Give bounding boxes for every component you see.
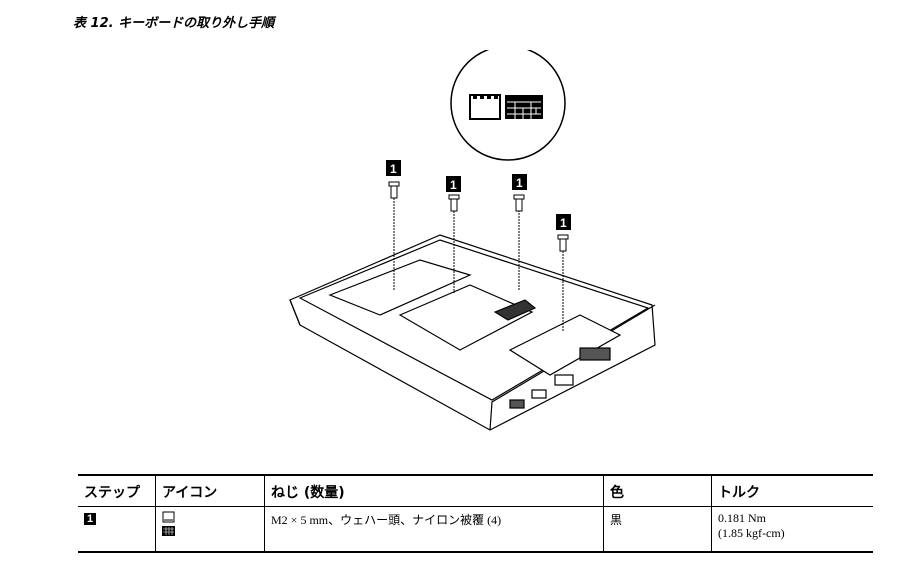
header-icon: アイコン: [155, 475, 265, 507]
callout-1: 1: [450, 178, 457, 192]
screw-spec: M2 × 5 mm、ウェハー頭、ナイロン被覆 (4): [264, 506, 604, 552]
palmrest-icon: [469, 94, 501, 120]
keyboard-removal-illustration: 1 1 1 1: [289, 50, 656, 431]
keyboard-icon: [162, 526, 175, 536]
keyboard-icon: [505, 95, 543, 119]
step-badge: 1: [84, 513, 97, 525]
callout-1: 1: [390, 162, 397, 176]
torque: 0.181 Nm(1.85 kgf-cm): [711, 506, 873, 552]
table-row: 1 M2 × 5 mm、ウェハー頭、ナイロン被覆 (4) 黒 0.181 Nm(…: [78, 506, 873, 552]
icon-cell: [162, 511, 175, 536]
laptop-bottom: [289, 234, 656, 431]
header-torque: トルク: [711, 475, 873, 507]
palmrest-icon: [162, 511, 175, 523]
callout-1: 1: [560, 216, 567, 230]
header-screw: ねじ (数量): [264, 475, 604, 507]
icon-magnifier-circle: [450, 50, 566, 161]
callout-markers: 1 1 1 1: [386, 160, 571, 230]
screw-color: 黒: [603, 506, 712, 552]
screws: [388, 181, 569, 332]
callout-1: 1: [516, 176, 523, 190]
header-color: 色: [603, 475, 712, 507]
table-header-row: ステップ アイコン ねじ (数量) 色 トルク: [78, 475, 873, 507]
screw-table: ステップ アイコン ねじ (数量) 色 トルク 1 M2 × 5 mm、ウェハー…: [78, 474, 873, 553]
torque-nm: 0.181 Nm: [718, 511, 766, 525]
header-step: ステップ: [84, 485, 140, 501]
table-caption: 表 12. キーボードの取り外し手順: [73, 16, 275, 31]
torque-kgf: (1.85 kgf-cm): [718, 526, 785, 540]
